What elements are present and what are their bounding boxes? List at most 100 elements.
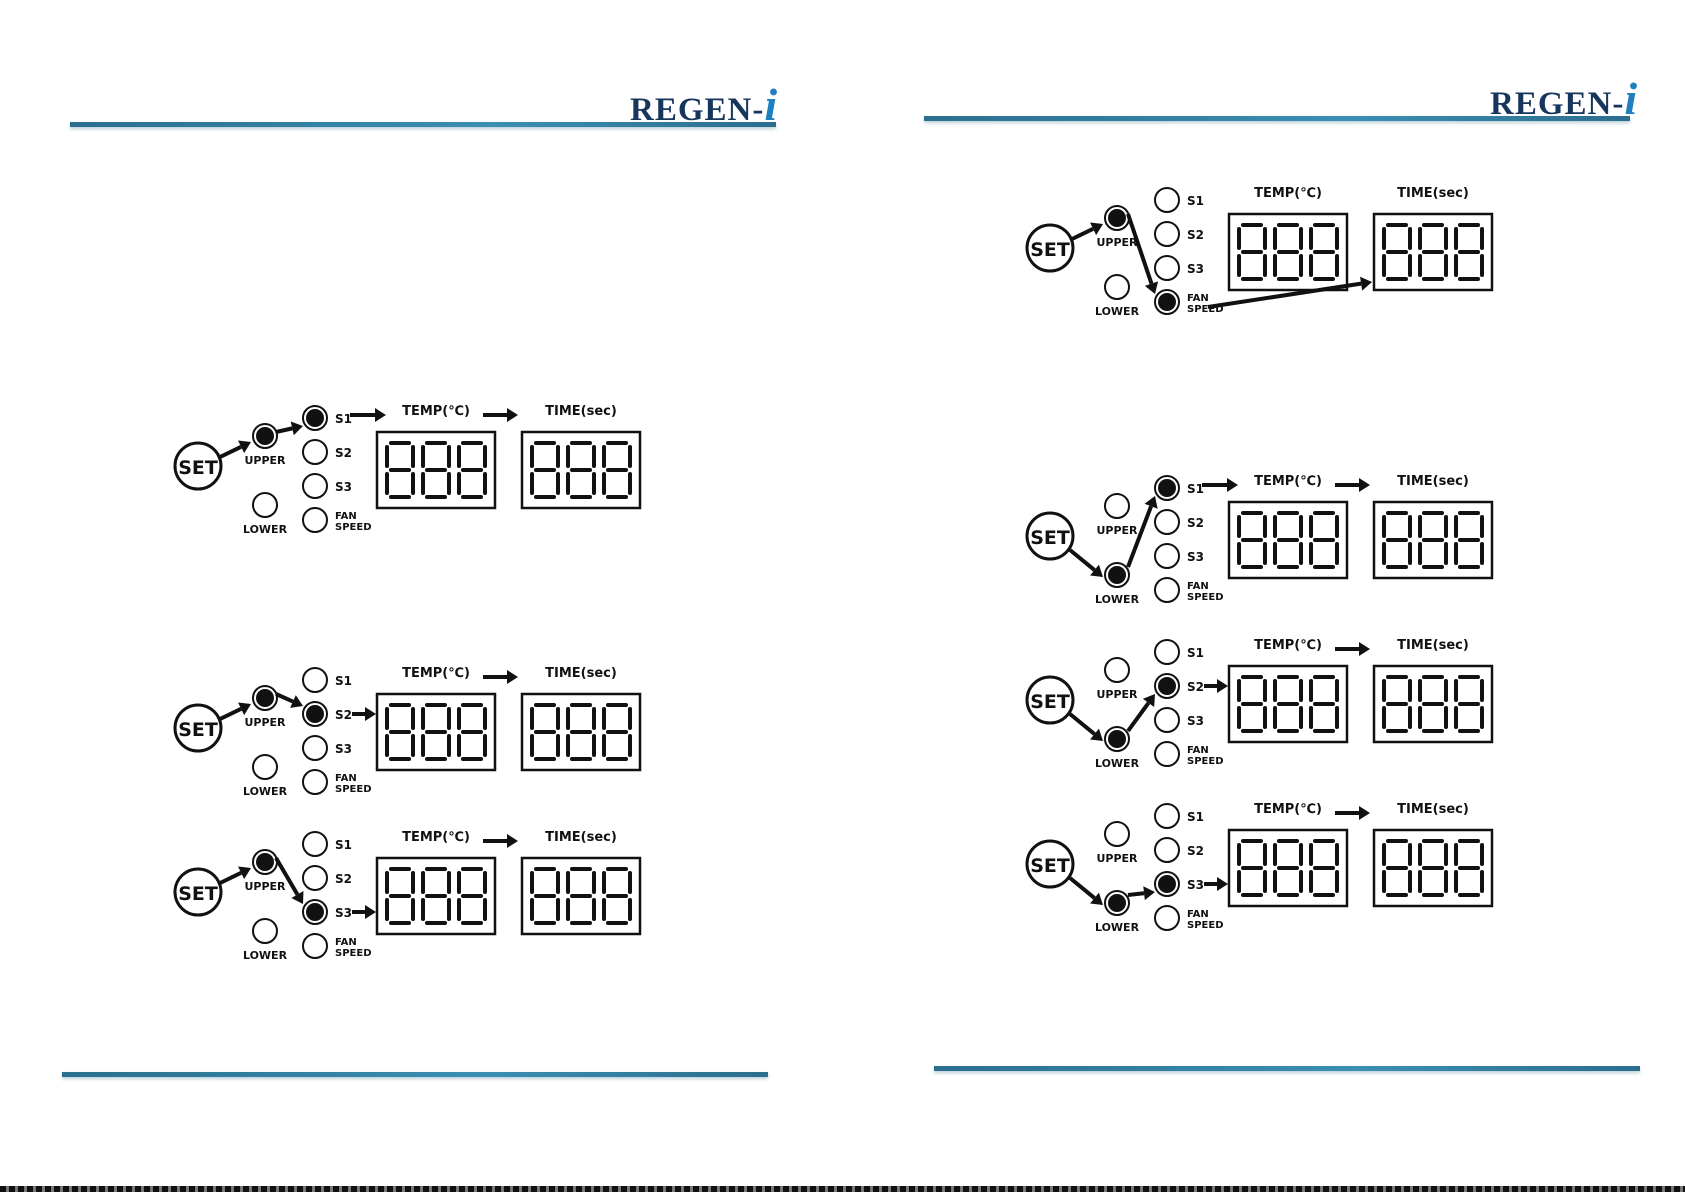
step-led-s2 xyxy=(302,439,328,465)
upper-label: UPPER xyxy=(244,716,286,729)
lower-label: LOWER xyxy=(1095,305,1140,318)
seg-digit xyxy=(1273,839,1303,897)
step-label-s3: S3 xyxy=(1187,714,1204,728)
speed-label: SPEED xyxy=(1187,592,1224,603)
fan-label: FAN xyxy=(335,511,357,522)
arrow-set-to-zone xyxy=(217,440,251,460)
upper-led xyxy=(252,849,278,875)
lower-label: LOWER xyxy=(1095,921,1140,934)
step-led-s1 xyxy=(1154,475,1180,501)
temp-header: TEMP(℃) xyxy=(1254,802,1322,817)
arrow-zone-to-step xyxy=(1126,213,1159,294)
logo-text: REGEN- xyxy=(630,92,765,128)
seg-digit xyxy=(1454,839,1484,897)
arrow-step-to-display xyxy=(352,905,376,919)
time-header: TIME(sec) xyxy=(545,666,617,681)
step-led-s1 xyxy=(1154,803,1180,829)
step-led-s2 xyxy=(1154,673,1180,699)
upper-label: UPPER xyxy=(1096,852,1138,865)
set-label: SET xyxy=(178,883,218,905)
seg-digit xyxy=(421,867,451,925)
seg-digit xyxy=(1382,223,1412,281)
step-led-fan-speed xyxy=(1154,905,1180,931)
time-display xyxy=(520,430,642,510)
lower-label: LOWER xyxy=(243,949,288,962)
step-label-s1: S1 xyxy=(1187,194,1204,208)
seg-digit xyxy=(385,867,415,925)
arrow-step-to-display xyxy=(1204,679,1228,693)
upper-led xyxy=(1104,657,1130,683)
arrow-temp-to-time xyxy=(483,670,518,684)
temp-display xyxy=(1227,212,1349,292)
step-led-s2 xyxy=(302,701,328,727)
step-led-s3 xyxy=(302,735,328,761)
step-led-s1 xyxy=(302,831,328,857)
brand-logo: REGEN-i xyxy=(1490,72,1638,125)
speed-label: SPEED xyxy=(1187,304,1224,315)
seg-digit xyxy=(566,703,596,761)
lower-label: LOWER xyxy=(243,785,288,798)
arrow-set-to-zone xyxy=(217,866,251,886)
arrow-set-to-zone xyxy=(217,702,251,722)
fan-label: FAN xyxy=(1187,745,1209,756)
step-label-s2: S2 xyxy=(1187,516,1204,530)
seg-digit xyxy=(602,441,632,499)
set-label: SET xyxy=(1030,239,1070,261)
footer-rule xyxy=(62,1072,768,1077)
temp-header: TEMP(℃) xyxy=(1254,186,1322,201)
step-label-s3: S3 xyxy=(335,480,352,494)
brand-logo: REGEN-i xyxy=(630,78,778,131)
step-led-s3 xyxy=(1154,543,1180,569)
temp-header: TEMP(℃) xyxy=(402,404,470,419)
temp-header: TEMP(℃) xyxy=(1254,638,1322,653)
arrow-zone-to-step xyxy=(1126,694,1155,733)
step-label-s3: S3 xyxy=(335,906,352,920)
fan-label: FAN xyxy=(1187,293,1209,304)
step-label-s3: S3 xyxy=(1187,878,1204,892)
arrow-zone-to-step xyxy=(274,856,304,904)
arrow-temp-to-time xyxy=(483,408,518,422)
step-led-s1 xyxy=(302,667,328,693)
set-label: SET xyxy=(1030,527,1070,549)
lower-led xyxy=(1104,274,1130,300)
step-led-fan-speed xyxy=(1154,741,1180,767)
seg-digit xyxy=(1382,511,1412,569)
upper-label: UPPER xyxy=(1096,524,1138,537)
step-label-s2: S2 xyxy=(335,872,352,886)
arrow-to-temp xyxy=(350,408,386,422)
set-button: SET xyxy=(1025,675,1075,725)
set-button: SET xyxy=(173,441,223,491)
lower-led xyxy=(252,492,278,518)
fan-label: FAN xyxy=(335,937,357,948)
arrow-zone-to-step xyxy=(1127,886,1155,901)
upper-label: UPPER xyxy=(1096,688,1138,701)
set-label: SET xyxy=(1030,855,1070,877)
step-led-s3 xyxy=(1154,707,1180,733)
step-led-fan-speed xyxy=(1154,577,1180,603)
time-header: TIME(sec) xyxy=(545,404,617,419)
step-label-s1: S1 xyxy=(335,838,352,852)
step-led-s1 xyxy=(1154,639,1180,665)
arrow-step-to-display xyxy=(1204,877,1228,891)
step-label-s2: S2 xyxy=(1187,680,1204,694)
step-led-s2 xyxy=(302,865,328,891)
step-label-s1: S1 xyxy=(335,674,352,688)
set-button: SET xyxy=(1025,223,1075,273)
seg-digit xyxy=(566,441,596,499)
lower-label: LOWER xyxy=(1095,593,1140,606)
seg-digit xyxy=(1309,675,1339,733)
arrow-set-to-zone xyxy=(1068,712,1103,741)
arrow-zone-to-step xyxy=(275,692,303,708)
upper-label: UPPER xyxy=(244,454,286,467)
set-label: SET xyxy=(178,719,218,741)
arrow-zone-to-step xyxy=(275,421,303,436)
